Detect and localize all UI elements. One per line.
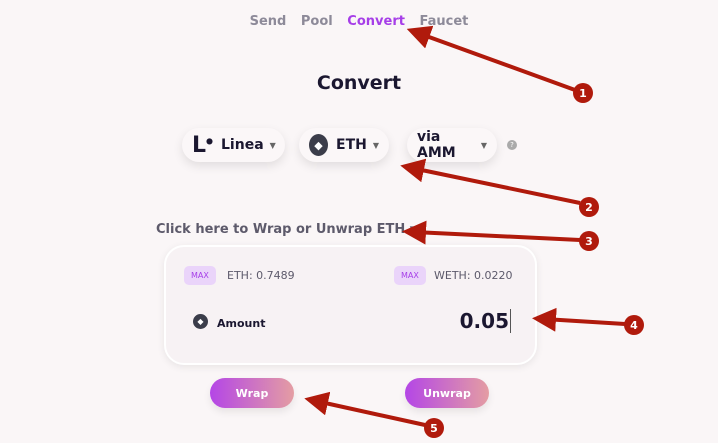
nav-faucet[interactable]: Faucet [419, 14, 469, 29]
annotation-arrow [400, 158, 581, 205]
unwrap-button[interactable]: Unwrap [405, 378, 489, 408]
amount-input[interactable] [361, 309, 511, 333]
annotation-arrow [402, 220, 581, 245]
page-title: Convert [316, 72, 402, 94]
help-icon[interactable]: ? [507, 140, 517, 150]
weth-balance: WETH: 0.0220 [434, 269, 513, 282]
route-selector[interactable]: via AMM ▼ [407, 128, 497, 162]
annotation-arrow [304, 391, 426, 427]
token-label: ETH [336, 137, 367, 153]
wrap-button[interactable]: Wrap [210, 378, 294, 408]
network-label: Linea [221, 137, 264, 153]
max-weth-button[interactable]: MAX [394, 266, 426, 285]
annotation-arrow [406, 25, 576, 92]
annotation-badge: 5 [430, 422, 438, 435]
eth-balance: ETH: 0.7489 [227, 269, 295, 282]
amount-label: Amount [217, 317, 266, 330]
annotation-badge: 3 [585, 235, 593, 248]
eth-icon: ◆ [193, 314, 208, 329]
chevron-down-icon: ▼ [372, 140, 379, 150]
route-label: via AMM [417, 129, 456, 161]
nav-convert[interactable]: Convert [347, 14, 405, 29]
top-nav: Send Pool Convert Faucet [0, 14, 718, 29]
annotation-badge: 2 [585, 201, 593, 214]
max-eth-button[interactable]: MAX [184, 266, 216, 285]
chevron-down-icon: ▼ [269, 140, 276, 150]
wrap-unwrap-toggle[interactable]: Click here to Wrap or Unwrap ETH ▾ [156, 222, 417, 237]
nav-pool[interactable]: Pool [300, 14, 333, 29]
nav-send[interactable]: Send [249, 14, 287, 29]
eth-icon: ◆ [309, 134, 328, 156]
annotation-badge: 4 [630, 319, 638, 332]
network-selector[interactable]: L● Linea ▼ [182, 128, 285, 162]
annotation-badge: 1 [579, 87, 587, 100]
linea-logo-icon: L● [192, 132, 214, 158]
convert-card: MAX ETH: 0.7489 MAX WETH: 0.0220 ◆ Amoun… [164, 245, 537, 365]
annotation-arrow [532, 307, 626, 332]
chevron-down-icon: ▼ [480, 140, 487, 150]
token-selector[interactable]: ◆ ETH ▼ [299, 128, 389, 162]
